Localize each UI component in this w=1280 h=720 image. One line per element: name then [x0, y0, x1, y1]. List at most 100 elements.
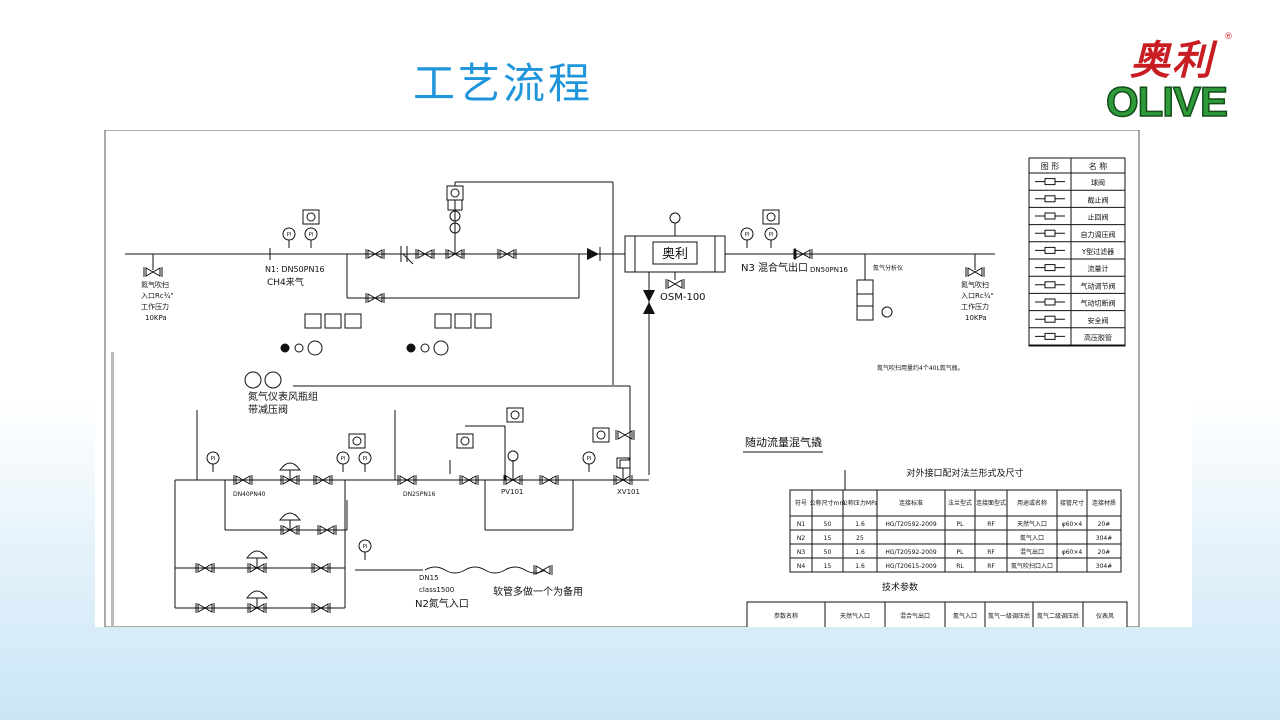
purge-note-label: 氮气吹扫用量约4个40L氮气瓶。 [877, 364, 964, 372]
ball-valve-icon [665, 278, 685, 290]
legend-item-label: 止回阀 [1088, 213, 1109, 222]
legend-symbol-icon [1035, 332, 1065, 340]
legend-item-label: 截止阀 [1088, 195, 1109, 204]
table-cell: N3 [797, 549, 805, 556]
regulator-valve-icon [445, 199, 465, 260]
table-cell: RL [956, 563, 964, 570]
table-header-cell: 公称尺寸mm [810, 499, 846, 507]
table-header-cell: 法兰型式 [948, 499, 972, 507]
interface-table-title: 对外接口配对法兰形式及尺寸 [906, 467, 1023, 479]
legend-symbol-icon [1035, 178, 1065, 186]
table-header-cell: 用途或名称 [1017, 499, 1047, 507]
tech-table-title: 技术参数 [882, 581, 918, 593]
legend-symbol-icon [1035, 315, 1065, 323]
controller-icon [506, 407, 524, 423]
main-gas-line [125, 181, 995, 385]
logo-english-text: OLIVE [1105, 77, 1229, 126]
purge-left-line: 入口Rc¾" [141, 292, 174, 300]
table-cell: 15 [824, 535, 832, 542]
table-cell: 20# [1098, 549, 1111, 556]
skid-title-label: 随动流量混气撬 [745, 435, 822, 449]
pressure-gauge-icon [282, 227, 296, 249]
table-cell: PL [957, 549, 965, 556]
table-cell: φ60×4 [1062, 549, 1083, 556]
nitrogen-bottle-icon [244, 371, 282, 389]
table-header-cell: 连接标准 [899, 499, 923, 507]
pressure-gauge-icon [336, 451, 350, 473]
pressure-gauge-icon [358, 539, 372, 561]
table-header-cell: 氮气二级调压后 [1037, 612, 1079, 620]
hose-icon [424, 566, 546, 574]
instrument-group [280, 313, 492, 356]
table-cell: 1.6 [855, 563, 865, 570]
purge-right-line: 入口Rc¾" [961, 292, 994, 300]
interface-table: 对外接口配对法兰形式及尺寸 符号公称尺寸mm公称压力MPa 连接标准 法兰型式连接面… [789, 467, 1122, 573]
legend-symbol-icon [1035, 298, 1065, 306]
purge-right-line: 工作压力 [961, 302, 989, 311]
legend-symbol-icon [1035, 229, 1065, 237]
legend-item-label: 气动调节阀 [1081, 281, 1116, 290]
n2-spec-label: DN15 [419, 574, 439, 582]
logo-registered-mark: ® [1224, 32, 1233, 42]
table-cell: 15 [824, 563, 832, 570]
filter-icon [400, 246, 414, 265]
n2-spec-label: class1500 [419, 586, 454, 594]
valve-tag-label: PV101 [501, 488, 523, 496]
purge-right-line: 氮气吹扫 [961, 280, 989, 289]
table-cell: 天然气入口 [1017, 520, 1047, 528]
pid-diagram-svg: PI [104, 130, 1140, 627]
n2-name-label: N2氮气入口 [415, 597, 469, 610]
n3-label: N3 混合气出口 [741, 261, 808, 274]
table-cell: 50 [824, 549, 832, 556]
legend-symbol-icon [1035, 264, 1065, 272]
pressure-gauge-icon [358, 451, 372, 473]
limit-switch-icon [619, 459, 631, 469]
legend-symbol-icon [1035, 246, 1065, 254]
table-cell: 混气出口 [1020, 548, 1044, 556]
frame-edge-mark [111, 352, 114, 627]
tech-params-table: 技术参数 参数名称天然气入口混合气出口氮气入口氮气一级调压后氮气二级调压后仪表风 [746, 581, 1128, 627]
controller-icon [592, 427, 610, 443]
table-cell: HG/T20592-2009 [885, 521, 937, 528]
controller-icon [762, 209, 780, 225]
mixer-name-label: 奥利 [662, 247, 688, 262]
table-cell: RF [987, 549, 995, 556]
table-cell: RF [987, 563, 995, 570]
table-header-cell: 连接材质 [1092, 499, 1116, 507]
controller-icon [446, 185, 464, 201]
check-valve-icon [587, 247, 601, 261]
n1-name-label: CH4来气 [267, 276, 304, 288]
bottle-label: 带减压阀 [248, 403, 288, 416]
table-cell: N4 [797, 563, 805, 570]
table-header-cell: 连接面型式 [976, 499, 1006, 507]
table-header-cell: 公称压力MPa [842, 499, 879, 507]
legend-item-label: 气动切断阀 [1081, 299, 1116, 308]
table-cell: 氮气入口 [1020, 534, 1044, 542]
table-cell: PL [957, 521, 965, 528]
ball-valve-icon [533, 564, 553, 576]
mixer-vessel [624, 212, 726, 280]
legend-item-label: 安全阀 [1088, 316, 1109, 325]
table-header-cell: 接管尺寸 [1060, 499, 1084, 507]
table-cell: 1.6 [855, 521, 865, 528]
regulator-valve-icon [246, 462, 301, 614]
table-cell: N2 [797, 535, 805, 542]
table-header-cell: 符号 [795, 499, 807, 507]
table-cell: 氮气吹扫口入口 [1011, 562, 1053, 570]
table-cell: HG/T20592-2009 [885, 549, 937, 556]
controller-icon [456, 433, 474, 449]
nitrogen-skid-piping [174, 410, 649, 609]
mixer-tag-label: OSM-100 [660, 292, 706, 303]
pressure-gauge-icon [582, 451, 596, 473]
purge-left-line: 10KPa [145, 314, 167, 322]
table-cell: HG/T20615-2009 [885, 563, 937, 570]
table-header-cell: 混合气出口 [900, 612, 930, 620]
table-cell: 304# [1096, 535, 1112, 542]
hose-note-label: 软管多做一个为备用 [493, 585, 583, 598]
company-logo: 奥利 ® OLIVE [1100, 28, 1260, 126]
table-header-cell: 仪表风 [1096, 612, 1114, 620]
instrument-air-line [293, 385, 631, 420]
ball-valve-icon [615, 429, 635, 441]
legend-item-label: 自力调压阀 [1081, 230, 1116, 239]
table-header-cell: 氮气一级调压后 [988, 612, 1030, 620]
